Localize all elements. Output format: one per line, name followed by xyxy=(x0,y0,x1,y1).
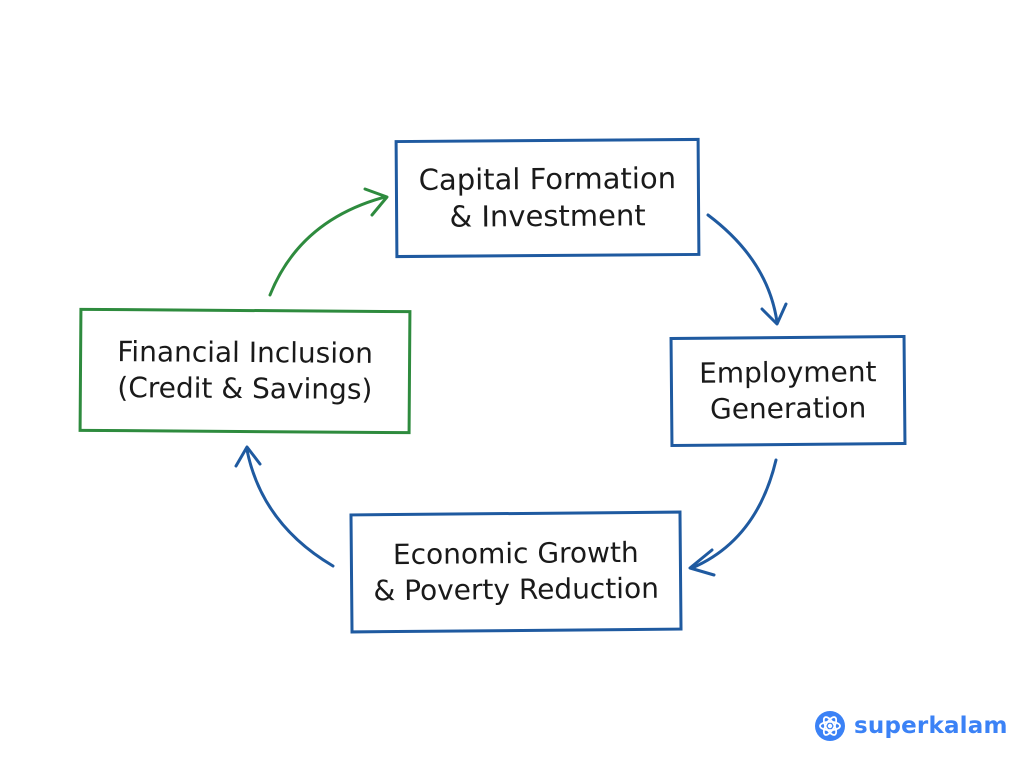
arrow-employment-to-growth xyxy=(688,458,778,577)
arrow-capital-to-employment xyxy=(706,213,788,326)
node-financial-inclusion: Financial Inclusion (Credit & Savings) xyxy=(78,307,412,435)
node-economic-growth-line1: Economic Growth xyxy=(392,536,639,572)
arrow-inclusion-to-capital xyxy=(268,187,389,297)
node-economic-growth-line2: & Poverty Reduction xyxy=(373,571,660,608)
node-financial-inclusion-line2: (Credit & Savings) xyxy=(117,371,373,406)
node-employment-generation-line1: Employment xyxy=(698,355,877,390)
arrow-growth-to-inclusion xyxy=(234,445,335,568)
node-capital-formation-line2: & Investment xyxy=(449,198,646,234)
brand-name: superkalam xyxy=(854,713,1008,739)
brand-watermark: superkalam xyxy=(814,708,1008,744)
node-employment-generation-line2: Generation xyxy=(709,391,867,426)
node-capital-formation: Capital Formation & Investment xyxy=(394,137,701,259)
node-employment-generation: Employment Generation xyxy=(669,334,907,448)
node-capital-formation-line1: Capital Formation xyxy=(418,160,677,197)
node-economic-growth: Economic Growth & Poverty Reduction xyxy=(349,510,683,634)
superkalam-logo-icon xyxy=(815,711,845,741)
node-financial-inclusion-line1: Financial Inclusion xyxy=(117,335,374,371)
